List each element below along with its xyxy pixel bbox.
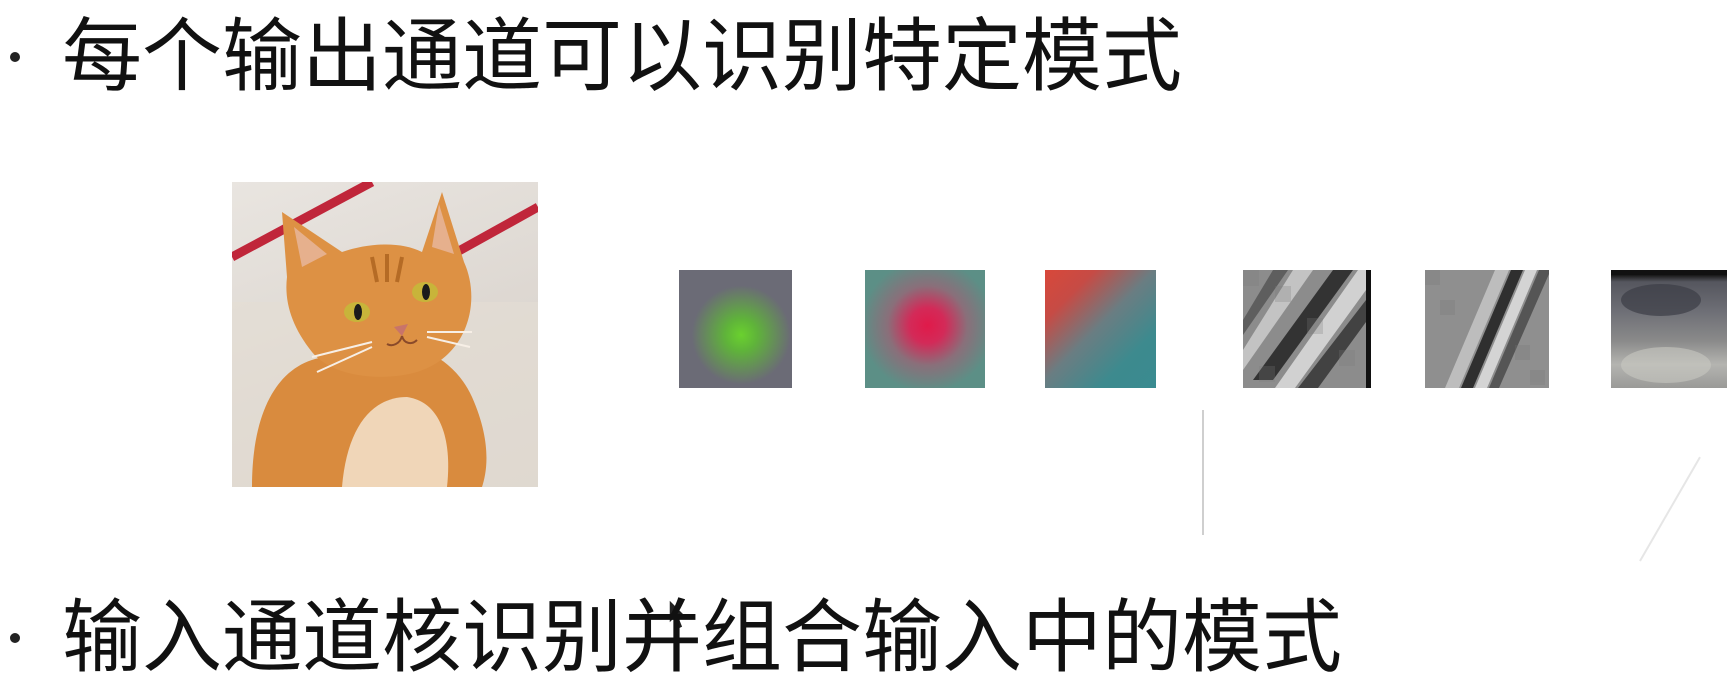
bullet-dot-icon <box>10 52 20 62</box>
red-teal-gradient-kernel <box>1045 270 1156 388</box>
red-blob <box>865 270 985 388</box>
slide-corner-decoration <box>1639 456 1701 562</box>
diagonal-stripes-pattern <box>1425 270 1549 388</box>
bullet-2: 输入通道核识别并组合输入中的模式 <box>0 598 1342 678</box>
red-blob-kernel <box>865 270 985 388</box>
bullet-1-text: 每个输出通道可以识别特定模式 <box>62 10 1182 103</box>
diagonal-stripes-kernel <box>1425 270 1549 388</box>
dark-top-kernel <box>1611 270 1727 388</box>
dark-top-pattern <box>1611 270 1727 383</box>
bullet-dot-icon <box>10 633 20 643</box>
cat-illustration <box>232 182 538 487</box>
bullet-1: 每个输出通道可以识别特定模式 <box>0 17 1182 97</box>
divider-line <box>1202 410 1204 535</box>
bullet-2-text: 输入通道核识别并组合输入中的模式 <box>62 591 1342 684</box>
green-blob-kernel <box>679 270 792 388</box>
green-blob <box>679 270 792 388</box>
cat-photo <box>232 182 538 487</box>
diagonal-edge-pattern <box>1243 270 1366 388</box>
diagonal-edge-kernel <box>1243 270 1371 388</box>
